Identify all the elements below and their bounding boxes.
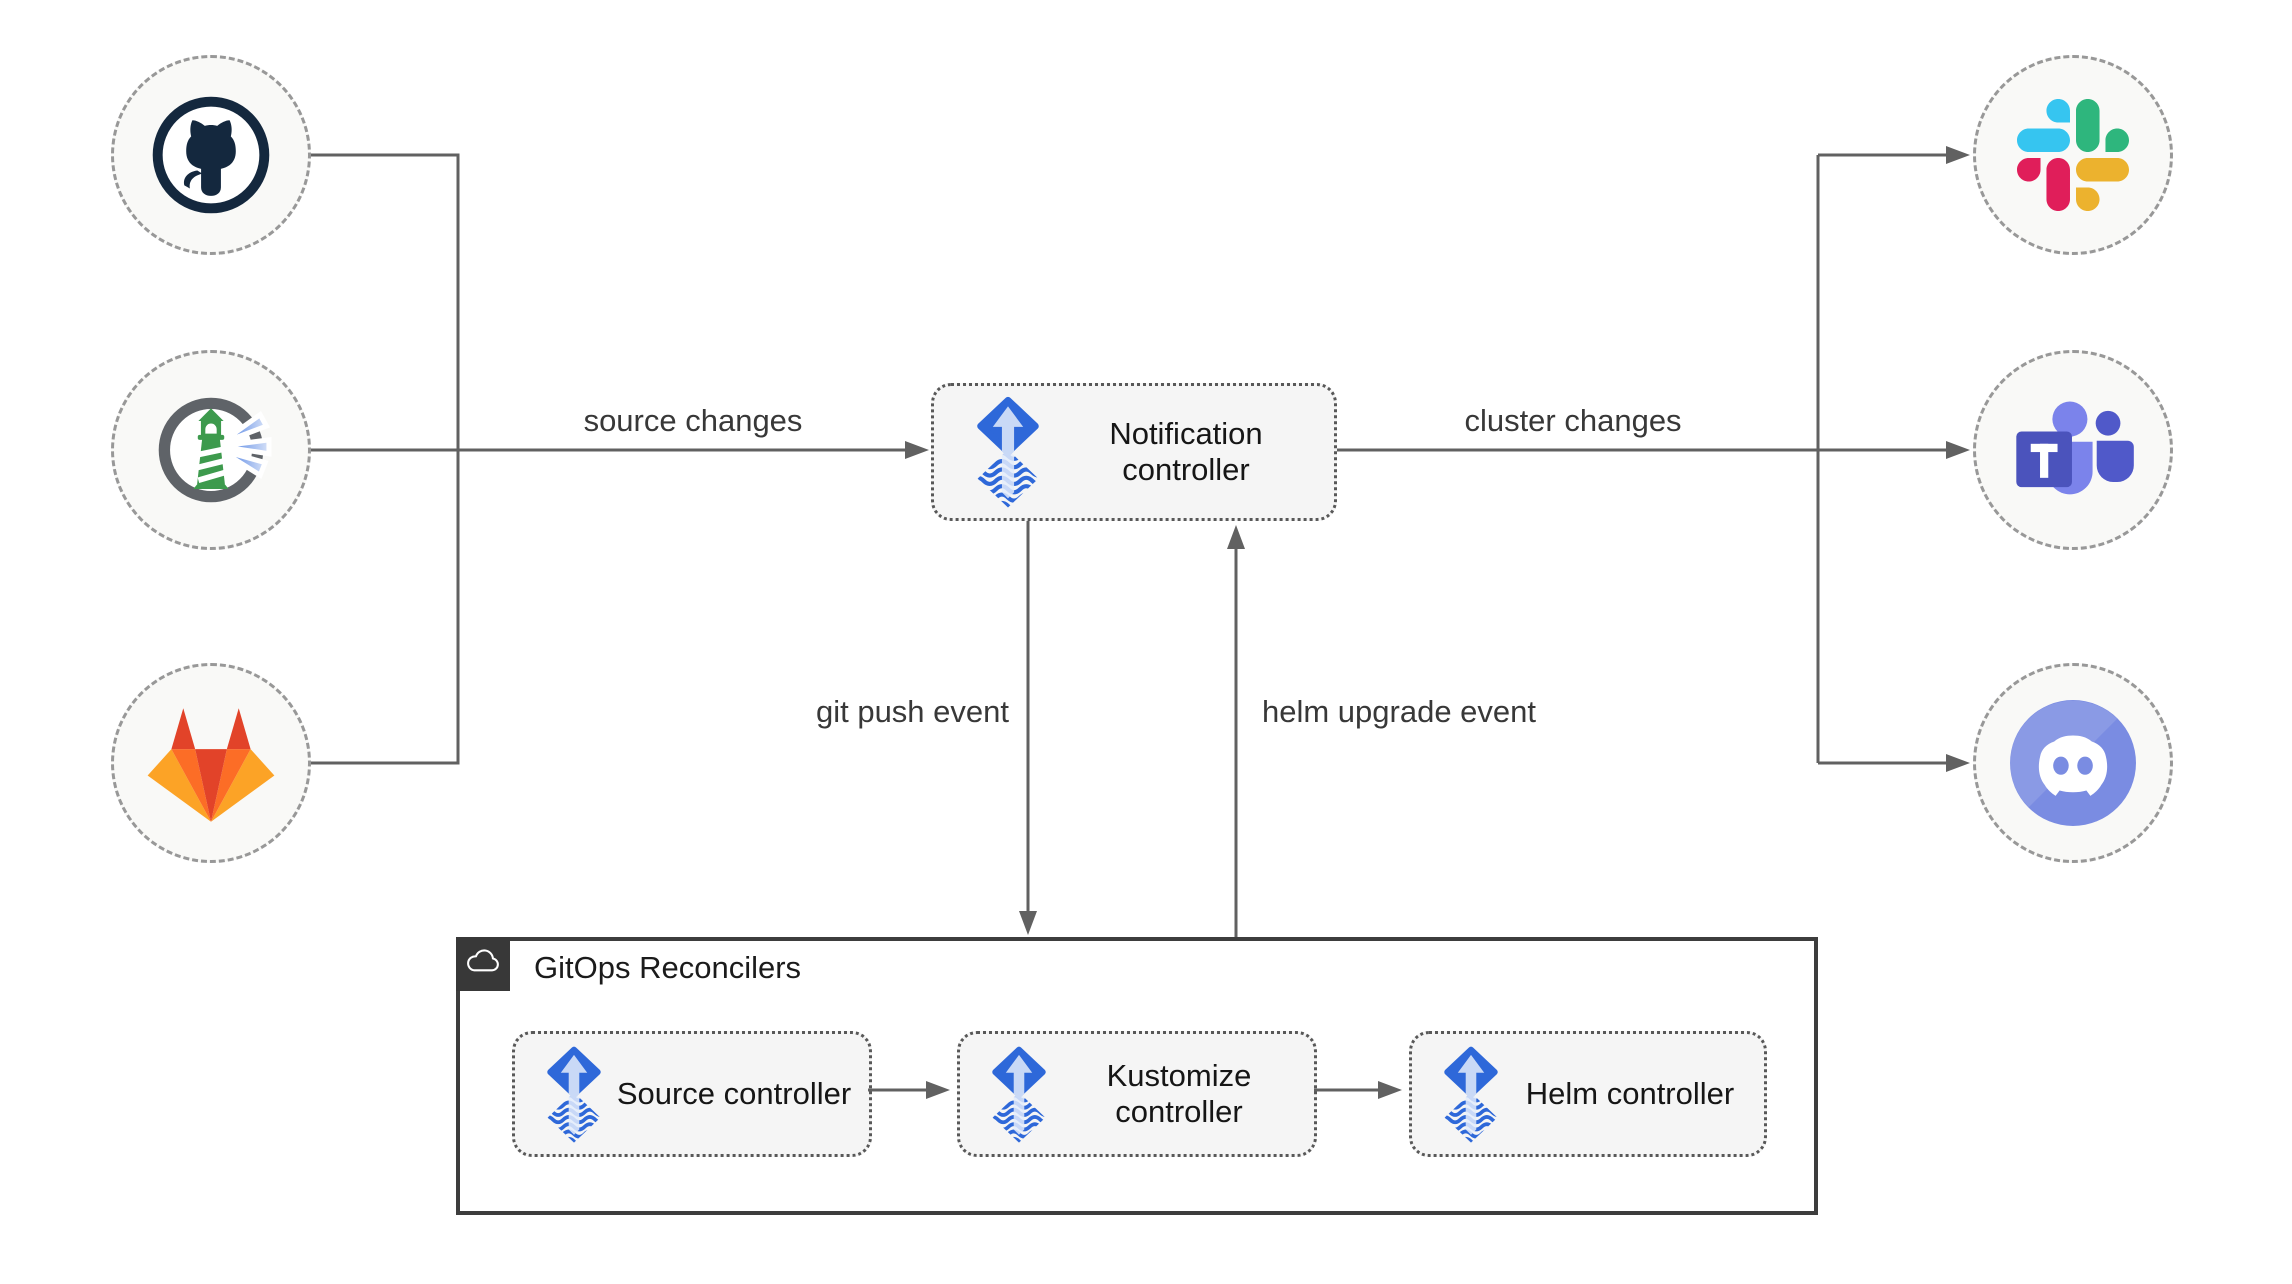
- source-controller-node: Source controller: [512, 1031, 872, 1157]
- harbor-icon: [158, 397, 272, 503]
- edge-label-git-push-event: git push event: [815, 694, 1009, 729]
- notification-controller-label: Notification controller: [1109, 416, 1263, 487]
- target-node-slack: [1973, 55, 2173, 255]
- source-node-gitlab: [111, 663, 311, 863]
- slack-icon: [2017, 99, 2129, 211]
- cloud-icon: [467, 949, 499, 972]
- edge-github-gitlab-join: [311, 153, 460, 765]
- kustomize-controller-label: Kustomize controller: [1106, 1058, 1252, 1129]
- flux-icon: [541, 1045, 607, 1144]
- source-node-github: [111, 55, 311, 255]
- flux-icon: [970, 395, 1046, 509]
- target-node-discord: [1973, 663, 2173, 863]
- helm-controller-node: Helm controller: [1409, 1031, 1767, 1157]
- helm-controller-label: Helm controller: [1525, 1076, 1735, 1111]
- gitops-reconcilers-group: GitOps Reconcilers Source controller Kus…: [456, 937, 1818, 1215]
- edge-label-cluster-changes: cluster changes: [1464, 403, 1682, 438]
- discord-icon: [2010, 700, 2136, 826]
- edge-label-source-changes: source changes: [583, 403, 803, 438]
- gitlab-icon: [147, 708, 275, 822]
- flux-icon: [1438, 1045, 1504, 1144]
- github-icon: [152, 96, 270, 214]
- group-badge: [456, 937, 510, 991]
- teams-icon: [2016, 401, 2134, 495]
- group-title: GitOps Reconcilers: [534, 950, 802, 985]
- notification-controller-node: Notification controller: [931, 383, 1337, 521]
- kustomize-controller-node: Kustomize controller: [957, 1031, 1317, 1157]
- edge-label-helm-upgrade-event: helm upgrade event: [1262, 694, 1537, 729]
- source-controller-label: Source controller: [616, 1076, 852, 1111]
- source-node-harbor: [111, 350, 311, 550]
- target-node-teams: [1973, 350, 2173, 550]
- flux-icon: [986, 1045, 1052, 1144]
